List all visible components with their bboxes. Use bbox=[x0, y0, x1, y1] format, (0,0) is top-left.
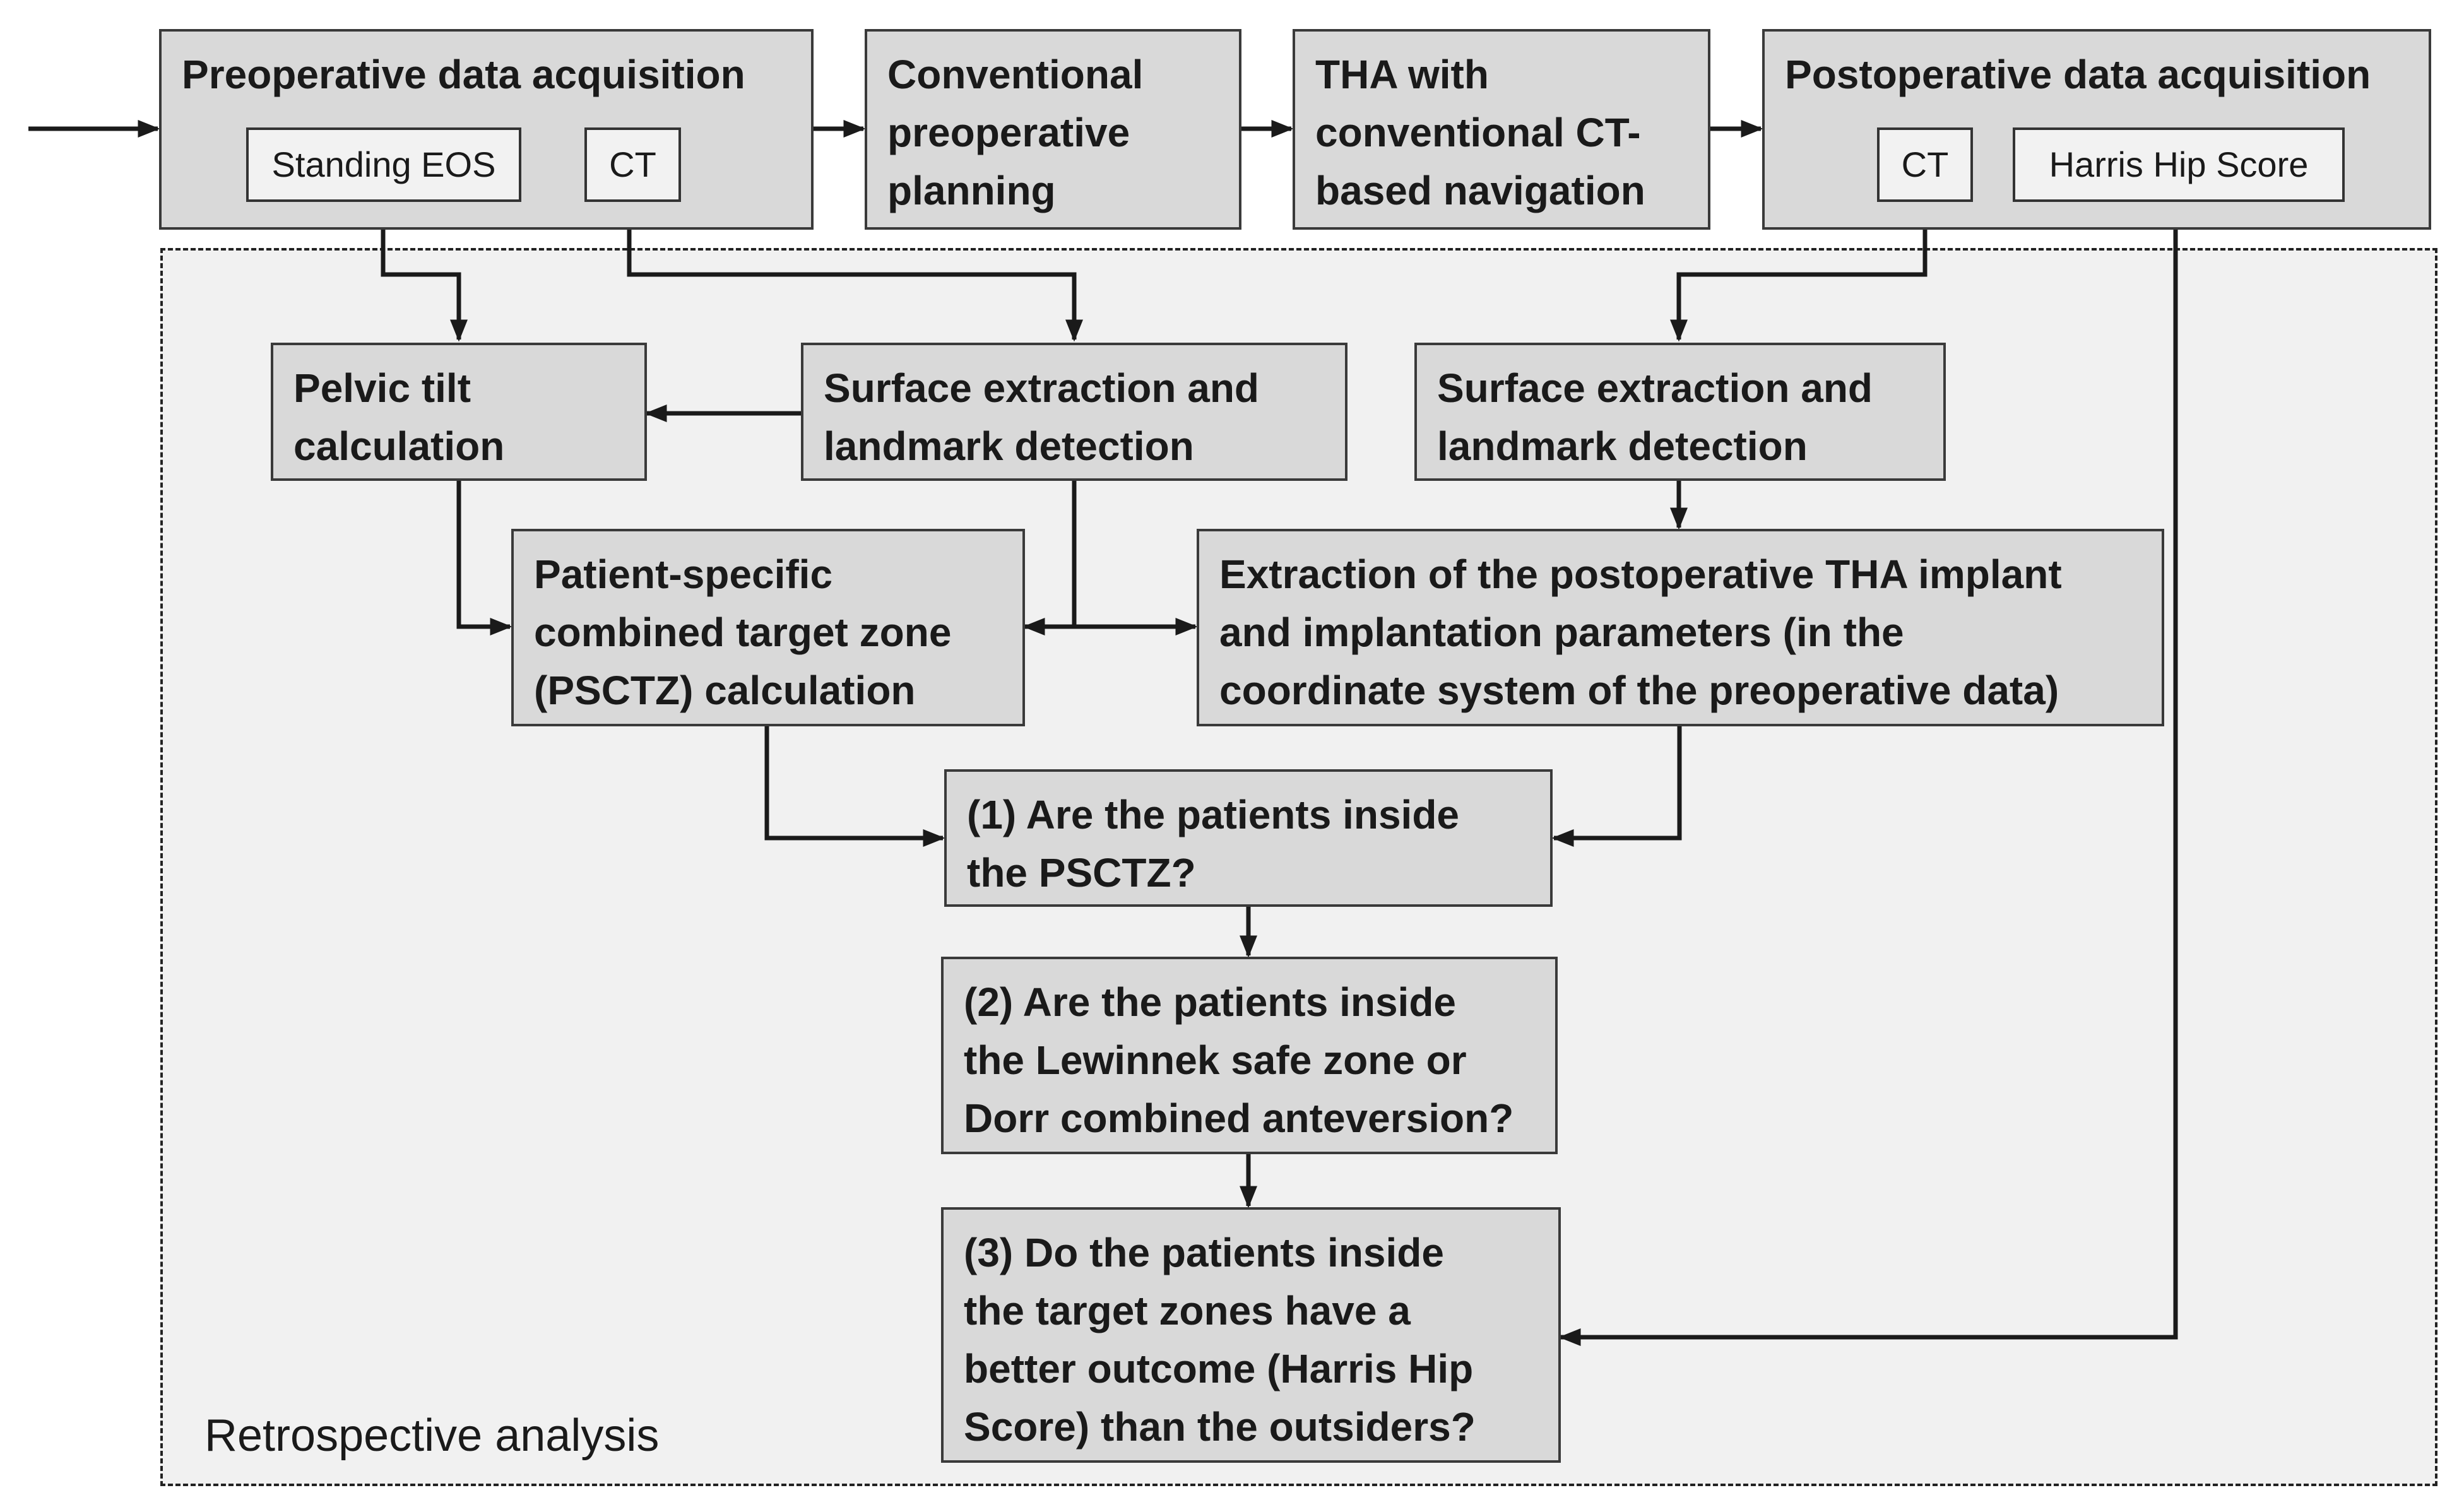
question-1-line-1: (1) Are the patients inside bbox=[967, 792, 1459, 837]
question-2-line-1: (2) Are the patients inside bbox=[964, 979, 1456, 1025]
retrospective-analysis-label: Retrospective analysis bbox=[204, 1410, 660, 1461]
tha-navigation-line-1: THA with bbox=[1315, 52, 1489, 97]
question-2-line-2: the Lewinnek safe zone or bbox=[964, 1037, 1467, 1083]
surface-extraction-pre-line-2: landmark detection bbox=[824, 423, 1194, 469]
pelvic-tilt-box: Pelvic tilt calculation bbox=[271, 343, 647, 481]
tha-navigation-box: THA with conventional CT- based navigati… bbox=[1293, 29, 1710, 230]
conventional-planning-line-1: Conventional bbox=[887, 52, 1144, 97]
ct-post-box: CT bbox=[1877, 127, 1973, 202]
surface-extraction-pre-line-1: Surface extraction and bbox=[824, 365, 1259, 411]
standing-eos-box: Standing EOS bbox=[246, 127, 521, 202]
conventional-planning-box: Conventional preoperative planning bbox=[865, 29, 1241, 230]
conventional-planning-line-3: planning bbox=[887, 168, 1056, 213]
surface-extraction-post-line-2: landmark detection bbox=[1437, 423, 1808, 469]
psctz-line-2: combined target zone bbox=[534, 610, 952, 655]
question-1-box: (1) Are the patients inside the PSCTZ? bbox=[944, 769, 1553, 907]
tha-navigation-line-3: based navigation bbox=[1315, 168, 1645, 213]
arrow-ct-post-to-surface-post bbox=[1670, 202, 1928, 342]
surface-extraction-post-box: Surface extraction and landmark detectio… bbox=[1414, 343, 1946, 481]
implant-extraction-box: Extraction of the postoperative THA impl… bbox=[1197, 529, 2164, 726]
arrow-ct-to-surface-pre bbox=[627, 202, 1083, 342]
arrow-harris-to-q3 bbox=[1558, 202, 2178, 1346]
surface-extraction-pre-box: Surface extraction and landmark detectio… bbox=[801, 343, 1347, 481]
ct-pre-box: CT bbox=[584, 127, 681, 202]
psctz-calculation-box: Patient-specific combined target zone (P… bbox=[511, 529, 1025, 726]
arrow-eos-to-pelvic-tilt bbox=[381, 222, 468, 342]
conventional-planning-line-2: preoperative bbox=[887, 110, 1130, 155]
psctz-line-1: Patient-specific bbox=[534, 552, 833, 597]
postoperative-data-acquisition-title: Postoperative data acquisition bbox=[1785, 52, 2371, 97]
implant-extraction-line-2: and implantation parameters (in the bbox=[1219, 610, 1904, 655]
question-2-box: (2) Are the patients inside the Lewinnek… bbox=[941, 957, 1558, 1154]
question-1-line-2: the PSCTZ? bbox=[967, 850, 1196, 895]
implant-extraction-line-1: Extraction of the postoperative THA impl… bbox=[1219, 552, 2062, 597]
pelvic-tilt-line-2: calculation bbox=[293, 423, 505, 469]
surface-extraction-post-line-1: Surface extraction and bbox=[1437, 365, 1873, 411]
arrow-pelvic-tilt-to-psctz bbox=[456, 481, 512, 635]
psctz-line-3: (PSCTZ) calculation bbox=[534, 668, 916, 713]
implant-extraction-line-3: coordinate system of the preoperative da… bbox=[1219, 668, 2059, 713]
arrow-extraction-to-q1 bbox=[1551, 726, 1682, 847]
question-3-line-2: the target zones have a bbox=[964, 1288, 1411, 1333]
arrow-surface-pre-to-psctz bbox=[1022, 481, 1077, 635]
harris-hip-score-box: Harris Hip Score bbox=[2013, 127, 2345, 202]
question-3-line-3: better outcome (Harris Hip bbox=[964, 1346, 1474, 1391]
question-3-line-1: (3) Do the patients inside bbox=[964, 1230, 1444, 1275]
preoperative-data-acquisition-title: Preoperative data acquisition bbox=[182, 52, 745, 97]
pelvic-tilt-line-1: Pelvic tilt bbox=[293, 365, 471, 411]
question-3-box: (3) Do the patients inside the target zo… bbox=[941, 1207, 1561, 1463]
arrow-psctz-to-q1 bbox=[764, 726, 945, 847]
question-3-line-4: Score) than the outsiders? bbox=[964, 1404, 1476, 1450]
tha-navigation-line-2: conventional CT- bbox=[1315, 110, 1641, 155]
question-2-line-3: Dorr combined anteversion? bbox=[964, 1096, 1514, 1141]
